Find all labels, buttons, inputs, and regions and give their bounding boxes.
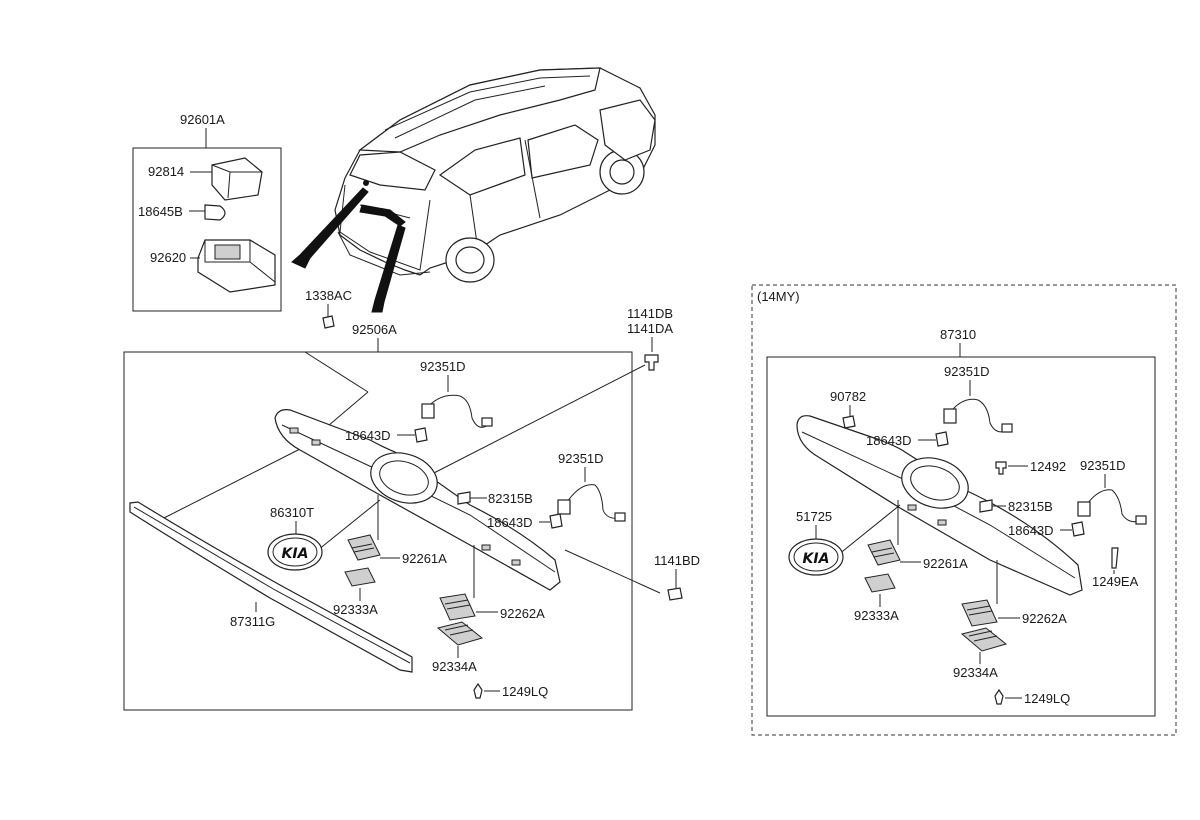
- label-1338AC: 1338AC: [305, 288, 352, 303]
- label-51725: 51725: [796, 509, 832, 524]
- pad-92334A-l: [436, 621, 484, 646]
- label-92262A-r: 92262A: [1022, 611, 1067, 626]
- label-1141BD: 1141BD: [654, 553, 700, 568]
- label-92333A-l: 92333A: [333, 602, 378, 617]
- label-92601A: 92601A: [180, 112, 225, 127]
- assembly-frame-right: [766, 356, 1156, 717]
- screw-1249LQ-r: [994, 688, 1004, 705]
- clip-90782: [842, 415, 856, 429]
- switch-92261A-l: [347, 534, 381, 561]
- emblem-text-right: KIA: [803, 551, 830, 567]
- lens-cover-part: [211, 157, 263, 201]
- label-1141DB: 1141DB: [627, 306, 673, 321]
- label-92261A-l: 92261A: [402, 551, 447, 566]
- label-18643D-l1: 18643D: [345, 428, 391, 443]
- switch-92261A-r: [867, 539, 901, 566]
- right-assembly-14my: (14MY) 87310 92351D 90782 18643D 12492 9…: [751, 284, 1177, 736]
- screw-1249EA: [1111, 547, 1119, 569]
- bulb-part: [204, 204, 226, 221]
- pad-92334A-r: [960, 627, 1008, 652]
- label-18643D-l2: 18643D: [487, 515, 533, 530]
- label-90782: 90782: [830, 389, 866, 404]
- label-18643D-r1: 18643D: [866, 433, 912, 448]
- label-18643D-r2: 18643D: [1008, 523, 1054, 538]
- label-82315B-r: 82315B: [1008, 499, 1053, 514]
- clip-1338AC: [322, 315, 335, 329]
- label-82315B-l: 82315B: [488, 491, 533, 506]
- variant-dashed-frame: [751, 284, 1177, 736]
- bolt-1141D: [644, 354, 659, 371]
- label-92351D-r2: 92351D: [1080, 458, 1126, 473]
- kia-emblem-right: [788, 538, 844, 576]
- label-92351D-l2: 92351D: [558, 451, 604, 466]
- assembly-frame-left: [123, 351, 633, 711]
- bolt-12492: [995, 461, 1007, 475]
- emblem-text-left: KIA: [282, 546, 309, 562]
- pointer-arrows: [291, 187, 406, 313]
- label-92506A: 92506A: [352, 322, 397, 337]
- pad-92333A-l: [344, 567, 376, 587]
- label-92262A-l: 92262A: [500, 606, 545, 621]
- label-92333A-r: 92333A: [854, 608, 899, 623]
- pad-92333A-r: [864, 573, 896, 593]
- label-87310: 87310: [940, 327, 976, 342]
- label-1141DA: 1141DA: [627, 321, 673, 336]
- label-92351D-l1: 92351D: [420, 359, 466, 374]
- left-assembly: 1338AC 92506A 1141DB 1141DA 92351D 18643…: [123, 288, 700, 711]
- label-86310T: 86310T: [270, 505, 314, 520]
- label-92620: 92620: [150, 250, 186, 265]
- label-1249EA: 1249EA: [1092, 574, 1139, 589]
- lamp-kit-box: 92601A 92814 18645B 92620: [132, 112, 282, 312]
- label-1249LQ-r: 1249LQ: [1024, 691, 1070, 706]
- vehicle-illustration: [334, 67, 656, 283]
- label-92814: 92814: [148, 164, 184, 179]
- bolt-1141BD: [667, 587, 683, 601]
- label-92334A-l: 92334A: [432, 659, 477, 674]
- label-92334A-r: 92334A: [953, 665, 998, 680]
- kia-emblem-left: [267, 533, 323, 571]
- label-12492: 12492: [1030, 459, 1066, 474]
- label-1249LQ-l: 1249LQ: [502, 684, 548, 699]
- screw-1249LQ-l: [473, 682, 483, 699]
- label-87311G: 87311G: [230, 614, 275, 629]
- label-18645B: 18645B: [138, 204, 183, 219]
- label-92351D-r1: 92351D: [944, 364, 990, 379]
- label-14MY: (14MY): [757, 289, 800, 304]
- label-92261A-r: 92261A: [923, 556, 968, 571]
- trim-strip-87311G: [129, 501, 413, 673]
